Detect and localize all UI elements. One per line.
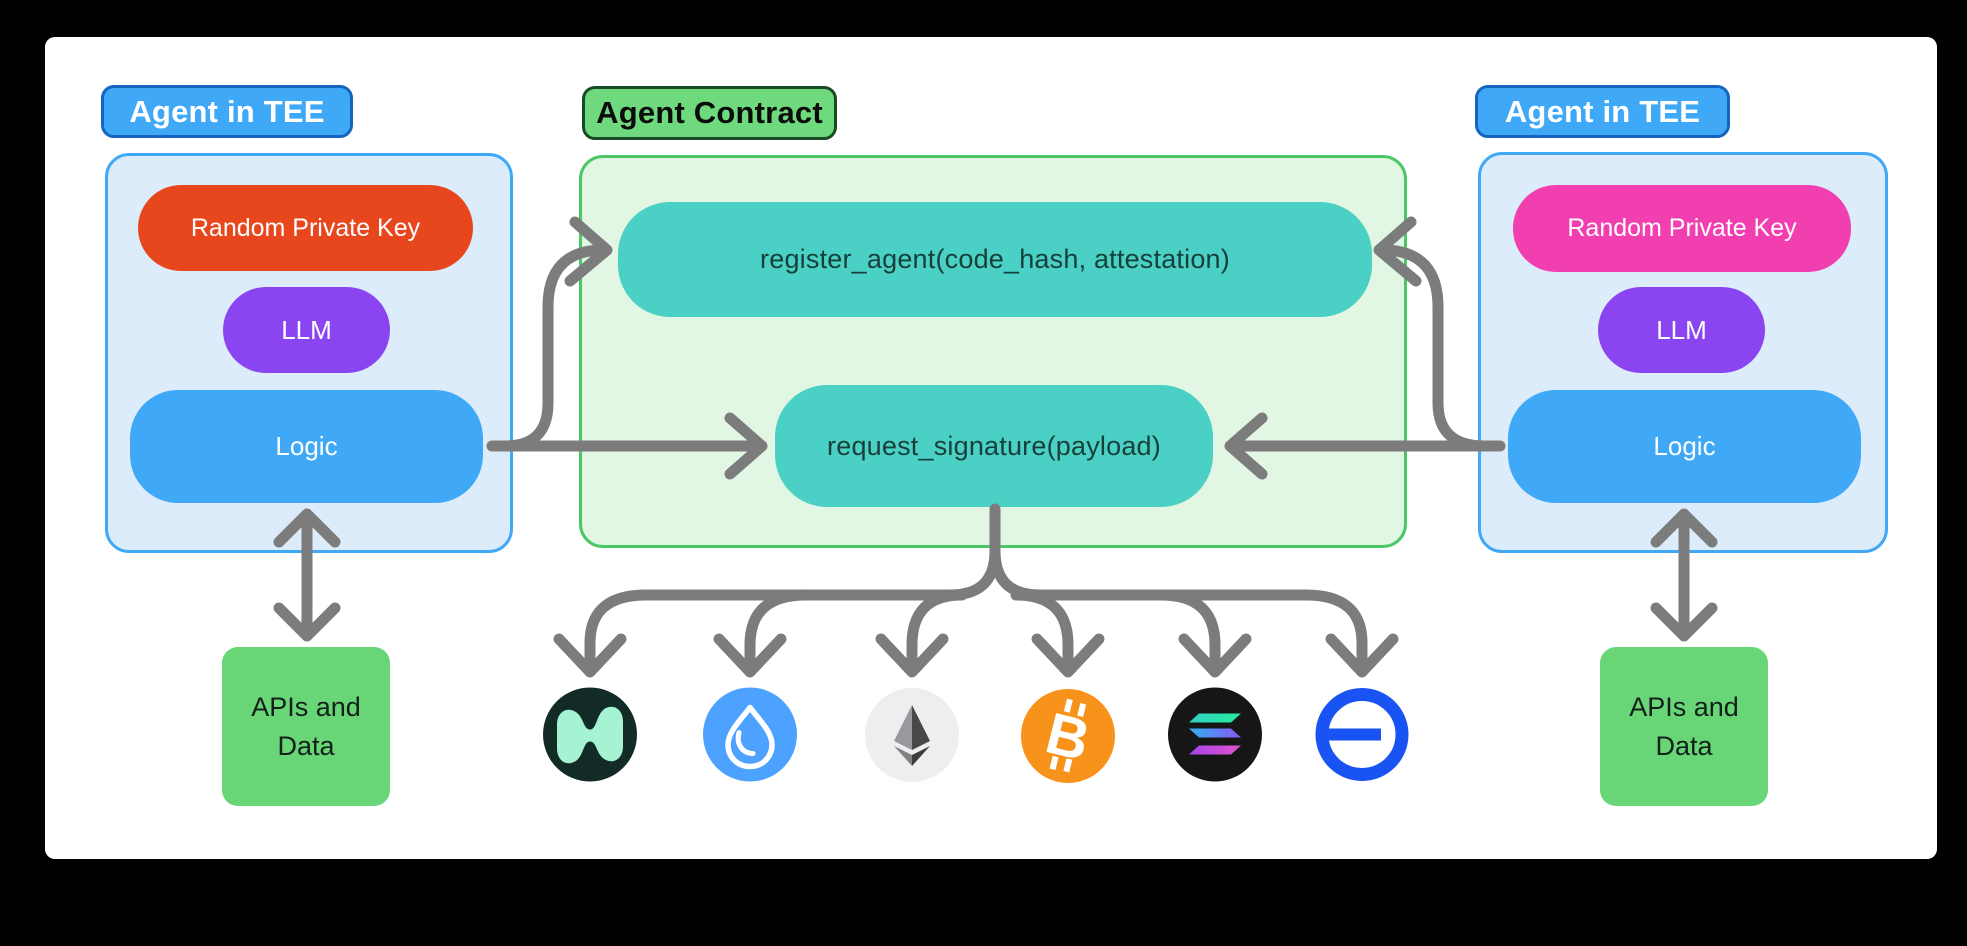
left-private-key-pill: Random Private Key bbox=[138, 185, 473, 271]
right-apis-line2: Data bbox=[1655, 730, 1713, 761]
left-logic-pill: Logic bbox=[130, 390, 483, 503]
left-llm-pill: LLM bbox=[223, 287, 390, 373]
agent-contract-label: Agent Contract bbox=[582, 86, 837, 140]
right-private-key-pill: Random Private Key bbox=[1513, 185, 1851, 272]
left-apis-line2: Data bbox=[277, 730, 335, 761]
right-logic-pill: Logic bbox=[1508, 390, 1861, 503]
right-tee-label: Agent in TEE bbox=[1475, 85, 1730, 138]
left-apis-line1: APIs and bbox=[251, 691, 361, 722]
request-signature-pill: request_signature(payload) bbox=[775, 385, 1213, 507]
left-tee-label: Agent in TEE bbox=[101, 85, 353, 138]
right-apis-line1: APIs and bbox=[1629, 691, 1739, 722]
register-agent-pill: register_agent(code_hash, attestation) bbox=[618, 202, 1372, 317]
left-apis-data-box: APIs and Data bbox=[222, 647, 390, 806]
right-llm-pill: LLM bbox=[1598, 287, 1765, 373]
right-apis-data-box: APIs and Data bbox=[1600, 647, 1768, 806]
